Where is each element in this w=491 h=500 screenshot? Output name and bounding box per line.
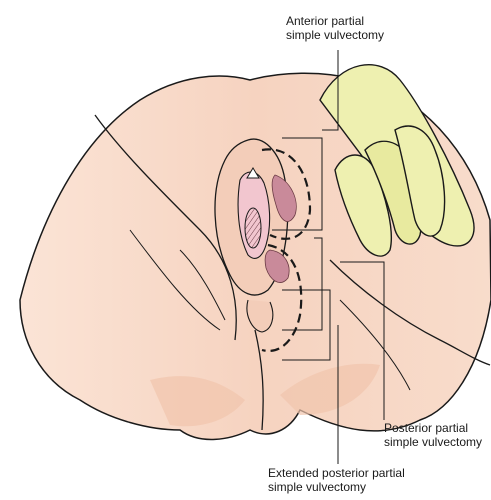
right-thigh-contour xyxy=(329,259,491,366)
left-buttock-shading xyxy=(150,376,245,427)
right-buttock-shading xyxy=(280,363,380,415)
anterior-label-line1: Anterior partial xyxy=(286,14,365,28)
left-thigh-contour xyxy=(94,114,237,341)
vulvar-lesion-upper xyxy=(271,174,297,222)
anterior-vulvectomy-label: Anterior partial simple vulvectomy xyxy=(286,14,384,42)
vulvar-lesion-lower xyxy=(264,249,290,283)
extended-label-line2: simple vulvectomy xyxy=(268,480,367,494)
left-thigh-inner xyxy=(129,229,221,331)
perineum xyxy=(246,299,274,333)
extended-label-line1: Extended posterior partial xyxy=(268,466,405,480)
right-thigh-inner xyxy=(339,299,411,391)
posterior-label-line1: Posterior partial xyxy=(384,421,469,435)
posterior-label-line2: simple vulvectomy xyxy=(384,435,483,449)
posterior-excision-outline xyxy=(261,243,303,353)
clitoris xyxy=(246,167,260,179)
posterior-vulvectomy-label: Posterior partial simple vulvectomy xyxy=(384,421,482,449)
leader-lines xyxy=(272,50,385,464)
anterior-excision-outline xyxy=(261,148,312,240)
gloved-hand xyxy=(319,64,475,257)
gluteal-cleft xyxy=(254,329,264,431)
anterior-label-line2: simple vulvectomy xyxy=(286,28,385,42)
extended-vulvectomy-label: Extended posterior partial simple vulvec… xyxy=(268,466,405,494)
left-thigh-crease xyxy=(179,249,226,321)
vaginal-introitus xyxy=(244,207,262,249)
